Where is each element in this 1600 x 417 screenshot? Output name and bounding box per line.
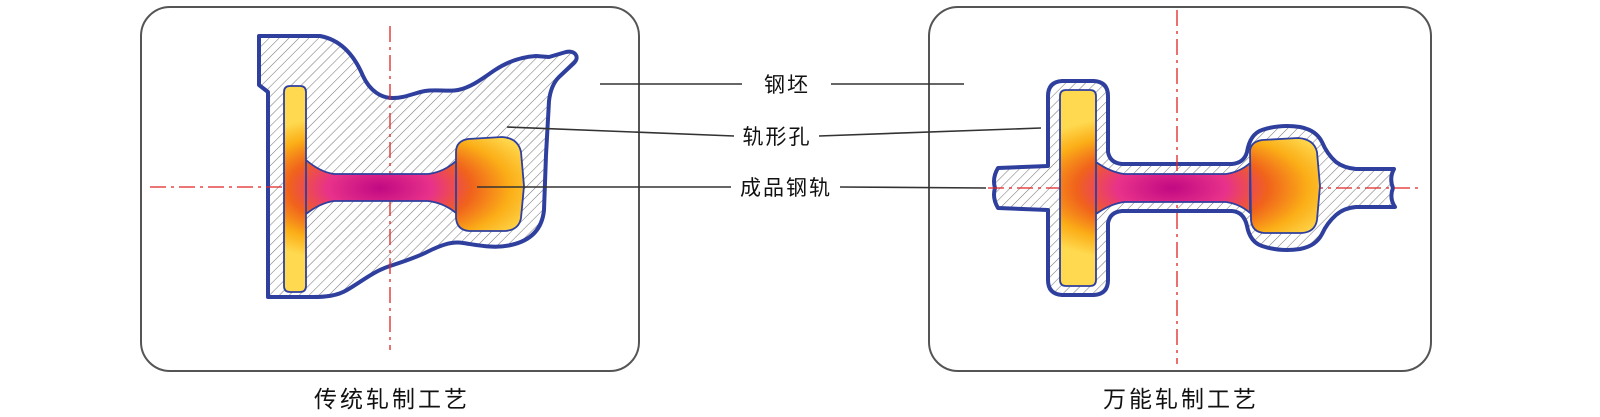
label-finished-rail: 成品钢轨 bbox=[740, 176, 832, 200]
panel-traditional-rolling bbox=[140, 6, 640, 372]
label-steel-billet: 钢坯 bbox=[764, 73, 810, 97]
caption-universal-rolling: 万能轧制工艺 bbox=[1103, 387, 1259, 412]
left-rail-shape bbox=[283, 85, 525, 293]
caption-traditional-rolling: 传统轧制工艺 bbox=[314, 387, 470, 412]
label-rail-shaped-pass: 轨形孔 bbox=[742, 125, 812, 149]
panel-universal-rolling bbox=[928, 6, 1432, 372]
leader-finishedrail-right bbox=[839, 186, 987, 189]
right-rail-shape bbox=[1059, 89, 1321, 287]
leader-railpass-left bbox=[506, 126, 735, 137]
leader-railpass-right bbox=[818, 127, 1042, 137]
